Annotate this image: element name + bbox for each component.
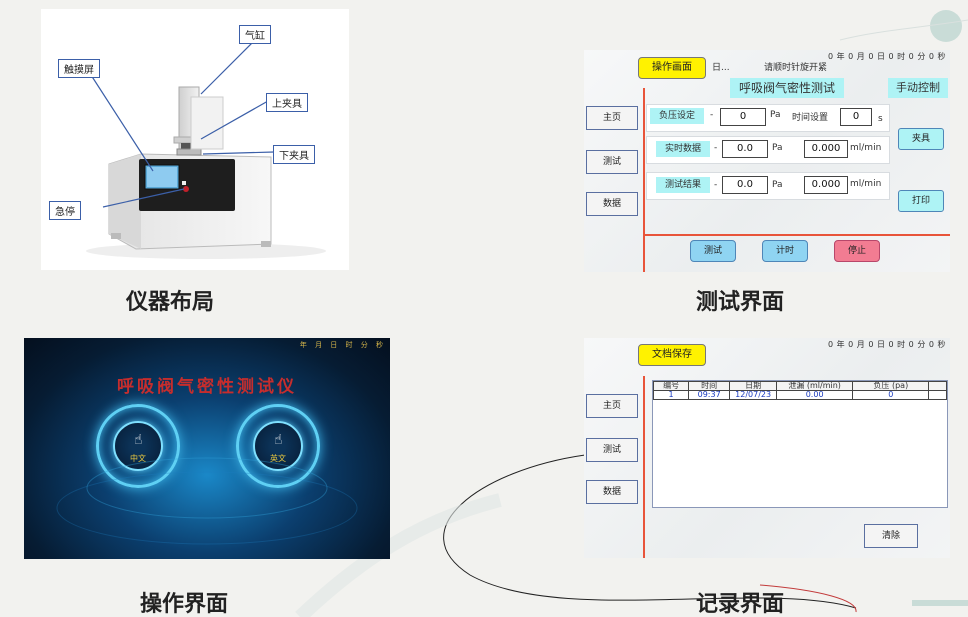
result-flow-field: 0.000 <box>804 176 848 194</box>
dash: - <box>714 143 718 153</box>
hand-pointer-icon: ☝ <box>134 432 143 448</box>
sidebar-item-test[interactable]: 测试 <box>586 438 638 462</box>
test-title: 呼吸阀气密性测试 <box>730 78 844 98</box>
english-button-core: ☝ 英文 <box>253 421 303 471</box>
caption-layout: 仪器布局 <box>126 289 215 315</box>
dash: - <box>710 110 714 120</box>
tab-document-save[interactable]: 文档保存 <box>638 344 706 366</box>
stop-button[interactable]: 停止 <box>834 240 880 262</box>
pa-unit: Pa <box>772 180 783 190</box>
datetime-readout: 0 年 0 月 0 日 0 时 0 分 0 秒 <box>827 340 946 349</box>
datetime-readout: 0 年 0 月 0 日 0 时 0 分 0 秒 <box>827 52 946 61</box>
sidebar-item-test[interactable]: 测试 <box>586 150 638 174</box>
datetime-readout: 年 月 日 时 分 秒 <box>299 341 386 349</box>
operation-title: 呼吸阀气密性测试仪 <box>117 377 297 397</box>
neg-pressure-label: 负压设定 <box>650 108 704 124</box>
instruction-text: 请顺时针旋开紧 <box>764 63 828 73</box>
clear-button[interactable]: 清除 <box>864 524 918 548</box>
result-pressure-field: 0.0 <box>722 176 768 194</box>
sidebar-item-home[interactable]: 主页 <box>586 106 638 130</box>
pa-unit: Pa <box>772 143 783 153</box>
instrument-illustration <box>86 38 326 259</box>
caption-test-screen: 测试界面 <box>696 289 785 315</box>
callout-cylinder: 气缸 <box>239 25 271 44</box>
record-table: 编号 时间 日期 泄漏 (ml/min) 负压 (pa) 1 09:37 12/… <box>652 380 948 508</box>
divider-vertical <box>643 376 645 558</box>
time-label: 时间设置 <box>792 113 829 123</box>
hand-pointer-icon: ☝ <box>274 432 283 448</box>
decorative-bar <box>912 600 968 606</box>
timer-button[interactable]: 计时 <box>762 240 808 262</box>
time-input[interactable]: 0 <box>840 108 872 126</box>
test-screen-panel: 0 年 0 月 0 日 0 时 0 分 0 秒 操作画面 日... 请顺时针旋开… <box>584 50 950 272</box>
tab-operation-screen[interactable]: 操作画面 <box>638 57 706 79</box>
print-button[interactable]: 打印 <box>898 190 944 212</box>
operation-screen-panel: 年 月 日 时 分 秒 呼吸阀气密性测试仪 ☝ 中文 ☝ 英文 <box>24 338 390 559</box>
instruction-prefix: 日... <box>712 63 730 73</box>
english-language-button[interactable]: ☝ 英文 <box>236 404 320 488</box>
decorative-circle <box>930 10 962 42</box>
neg-pressure-input[interactable]: 0 <box>720 108 766 126</box>
callout-touchscreen: 触摸屏 <box>58 59 100 78</box>
test-button[interactable]: 测试 <box>690 240 736 262</box>
result-label: 测试结果 <box>656 177 710 193</box>
cell-leak: 0.00 <box>776 390 854 400</box>
clamp-button[interactable]: 夹具 <box>898 128 944 150</box>
instrument-layout-panel: 气缸 触摸屏 上夹具 下夹具 急停 <box>41 9 349 270</box>
flow-unit: ml/min <box>850 179 882 189</box>
cell-id: 1 <box>652 390 690 400</box>
sidebar-item-home[interactable]: 主页 <box>586 394 638 418</box>
chinese-language-button[interactable]: ☝ 中文 <box>96 404 180 488</box>
glow-effects <box>56 457 358 545</box>
cell-date: 12/07/23 <box>729 390 778 400</box>
divider-horizontal <box>644 234 950 236</box>
realtime-label: 实时数据 <box>656 141 710 157</box>
english-label: 英文 <box>270 454 286 463</box>
callout-estop: 急停 <box>49 201 81 220</box>
callout-upper-clamp: 上夹具 <box>266 93 308 112</box>
record-screen-panel: 0 年 0 月 0 日 0 时 0 分 0 秒 文档保存 主页 测试 数据 编号… <box>584 338 950 558</box>
manual-control-button[interactable]: 手动控制 <box>888 78 948 98</box>
realtime-pressure-field: 0.0 <box>722 140 768 158</box>
divider-vertical <box>643 88 645 272</box>
time-unit: s <box>878 114 883 124</box>
caption-operation-screen: 操作界面 <box>140 591 229 617</box>
chinese-label: 中文 <box>130 454 146 463</box>
chinese-button-core: ☝ 中文 <box>113 421 163 471</box>
table-header-row: 编号 时间 日期 泄漏 (ml/min) 负压 (pa) <box>652 381 947 391</box>
caption-record-screen: 记录界面 <box>696 591 785 617</box>
sidebar-item-data[interactable]: 数据 <box>586 192 638 216</box>
cell-time: 09:37 <box>688 390 731 400</box>
cell-pressure: 0 <box>852 390 930 400</box>
flow-unit: ml/min <box>850 143 882 153</box>
dash: - <box>714 180 718 190</box>
sidebar-item-data[interactable]: 数据 <box>586 480 638 504</box>
callout-lower-clamp: 下夹具 <box>273 145 315 164</box>
table-row[interactable]: 1 09:37 12/07/23 0.00 0 <box>652 390 947 400</box>
pa-unit: Pa <box>770 110 781 120</box>
realtime-flow-field: 0.000 <box>804 140 848 158</box>
